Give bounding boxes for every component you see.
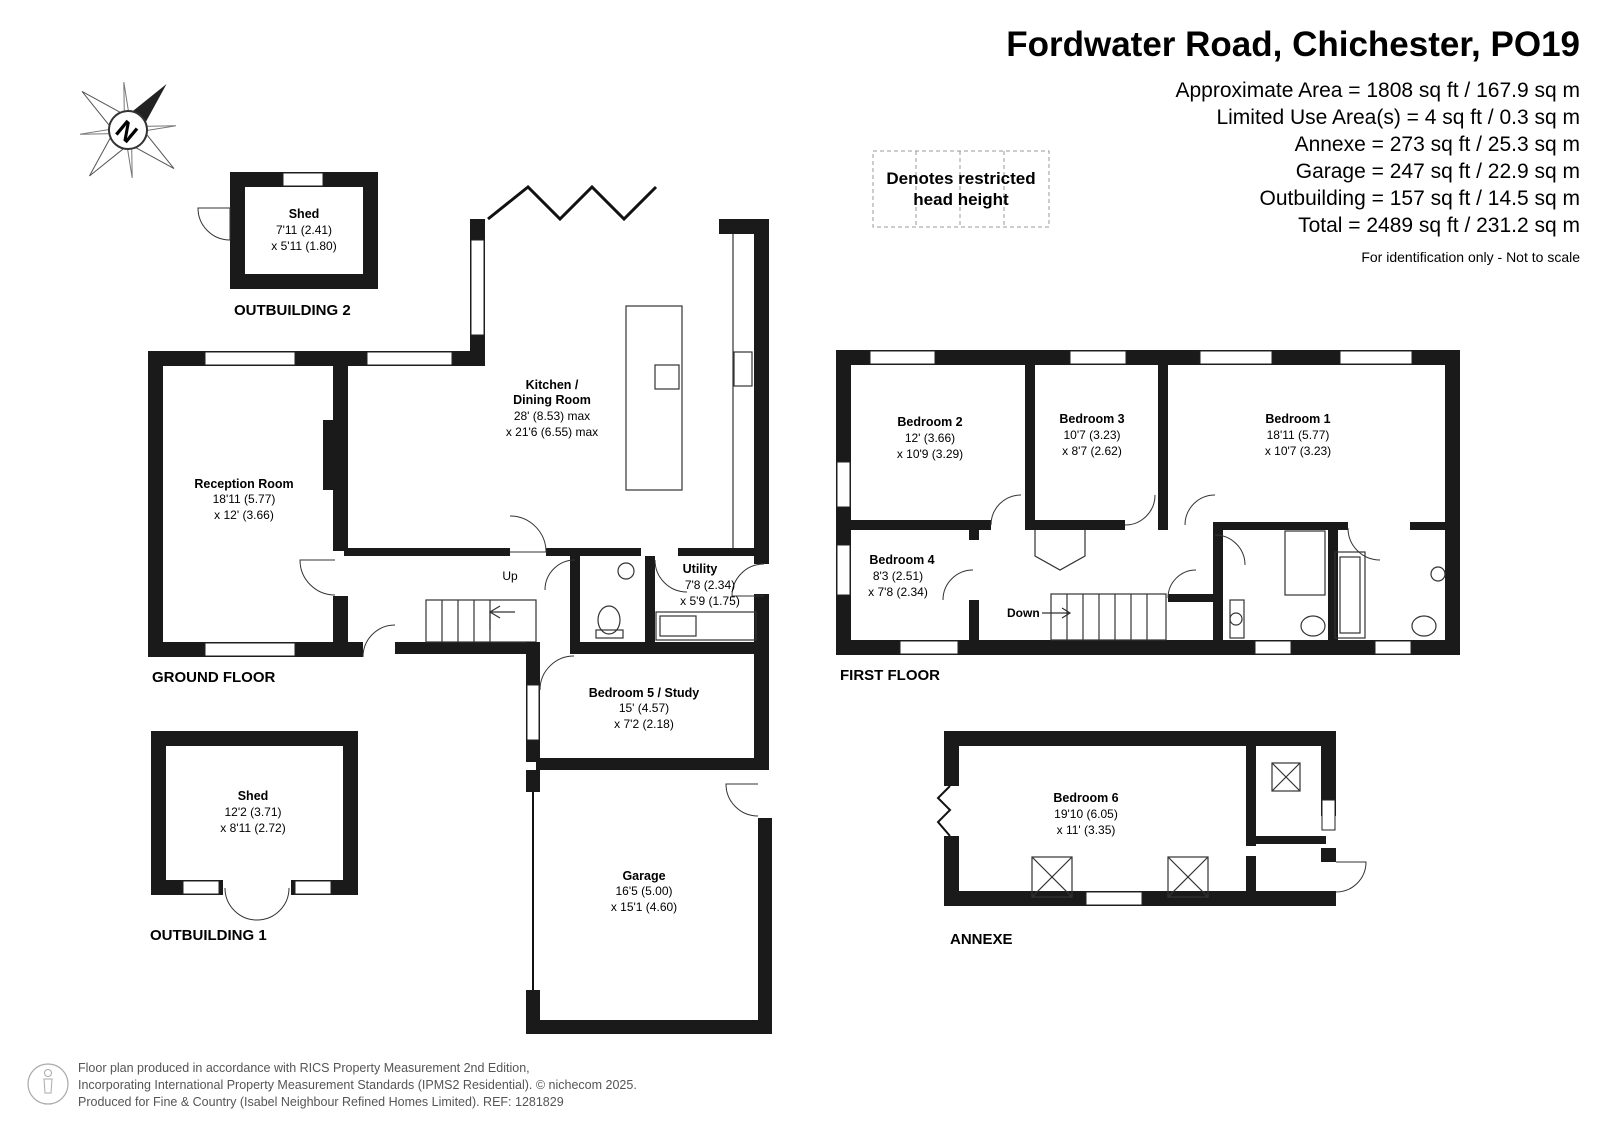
legend-line1: Denotes restricted xyxy=(886,169,1035,188)
bedroom6-dim2: x 11' (3.35) xyxy=(1057,823,1116,837)
shed2-dim2: x 5'11 (1.80) xyxy=(271,239,336,253)
utility-dim1: 7'8 (2.34) xyxy=(685,578,735,592)
outbuilding1-label: OUTBUILDING 1 xyxy=(150,927,267,944)
bedroom4-dim2: x 7'8 (2.34) xyxy=(868,585,928,599)
garage-name: Garage xyxy=(622,869,665,883)
bedroom5-name: Bedroom 5 / Study xyxy=(589,686,699,700)
bedroom2-dim2: x 10'9 (3.29) xyxy=(897,447,963,461)
stairs-up-label: Up xyxy=(502,569,518,583)
stairs-down-label: Down xyxy=(1007,606,1040,620)
utility-name: Utility xyxy=(683,562,718,576)
first-floor-label: FIRST FLOOR xyxy=(840,667,940,684)
kitchen-dim1: 28' (8.53) max xyxy=(514,409,590,423)
shed1-dim1: 12'2 (3.71) xyxy=(225,805,282,819)
bedroom2-name: Bedroom 2 xyxy=(897,415,962,429)
bedroom4-name: Bedroom 4 xyxy=(869,553,934,567)
footer-line1: Floor plan produced in accordance with R… xyxy=(78,1061,530,1075)
reception-name: Reception Room xyxy=(194,477,293,491)
shed1-name: Shed xyxy=(238,789,269,803)
footer-line3: Produced for Fine & Country (Isabel Neig… xyxy=(78,1095,564,1109)
outbuilding-2 xyxy=(197,172,378,289)
ground-floor-label: GROUND FLOOR xyxy=(152,669,275,686)
bedroom1-name: Bedroom 1 xyxy=(1265,412,1330,426)
scale-disclaimer: For identification only - Not to scale xyxy=(1361,249,1580,265)
bedroom5-dim1: 15' (4.57) xyxy=(619,701,669,715)
footer-line2: Incorporating International Property Mea… xyxy=(78,1078,637,1092)
bedroom2-dim1: 12' (3.66) xyxy=(905,431,955,445)
shed2-name: Shed xyxy=(289,207,320,221)
bedroom3-name: Bedroom 3 xyxy=(1059,412,1124,426)
bedroom3-dim2: x 8'7 (2.62) xyxy=(1062,444,1122,458)
utility-dim2: x 5'9 (1.75) xyxy=(680,594,740,608)
person-icon xyxy=(27,1063,69,1105)
area-line-approx: Approximate Area = 1808 sq ft / 167.9 sq… xyxy=(1176,79,1581,102)
kitchen-name-line1: Kitchen / xyxy=(526,378,579,392)
bedroom6-name: Bedroom 6 xyxy=(1053,791,1118,805)
shed2-dim1: 7'11 (2.41) xyxy=(276,223,332,237)
annexe-label: ANNEXE xyxy=(950,931,1013,948)
plan-title: Fordwater Road, Chichester, PO19 xyxy=(1006,25,1580,64)
area-line-outbuilding: Outbuilding = 157 sq ft / 14.5 sq m xyxy=(1260,187,1580,210)
first-floor xyxy=(836,350,1460,655)
bedroom5-dim2: x 7'2 (2.18) xyxy=(614,717,674,731)
area-line-annexe: Annexe = 273 sq ft / 25.3 sq m xyxy=(1295,133,1580,156)
bedroom3-dim1: 10'7 (3.23) xyxy=(1064,428,1121,442)
bedroom6-dim1: 19'10 (6.05) xyxy=(1054,807,1118,821)
kitchen-name-line2: Dining Room xyxy=(513,393,591,407)
outbuilding-1 xyxy=(151,731,358,921)
outbuilding2-label: OUTBUILDING 2 xyxy=(234,302,351,319)
legend-line2: head height xyxy=(913,190,1009,209)
bedroom4-dim1: 8'3 (2.51) xyxy=(873,569,923,583)
area-line-limited: Limited Use Area(s) = 4 sq ft / 0.3 sq m xyxy=(1216,106,1580,129)
restricted-height-legend: Denotes restricted head height xyxy=(872,150,1050,228)
kitchen-dim2: x 21'6 (6.55) max xyxy=(506,425,598,439)
garage-dim2: x 15'1 (4.60) xyxy=(611,900,677,914)
shed1-dim2: x 8'11 (2.72) xyxy=(220,821,285,835)
ground-floor xyxy=(148,184,772,1034)
compass-rose xyxy=(80,82,176,178)
bedroom1-dim1: 18'11 (5.77) xyxy=(1267,428,1330,442)
area-line-garage: Garage = 247 sq ft / 22.9 sq m xyxy=(1296,160,1580,183)
area-line-total: Total = 2489 sq ft / 231.2 sq m xyxy=(1298,214,1580,237)
garage-dim1: 16'5 (5.00) xyxy=(616,884,673,898)
reception-dim1: 18'11 (5.77) xyxy=(213,492,276,506)
bedroom1-dim2: x 10'7 (3.23) xyxy=(1265,444,1331,458)
annexe xyxy=(936,731,1367,906)
reception-dim2: x 12' (3.66) xyxy=(214,508,274,522)
